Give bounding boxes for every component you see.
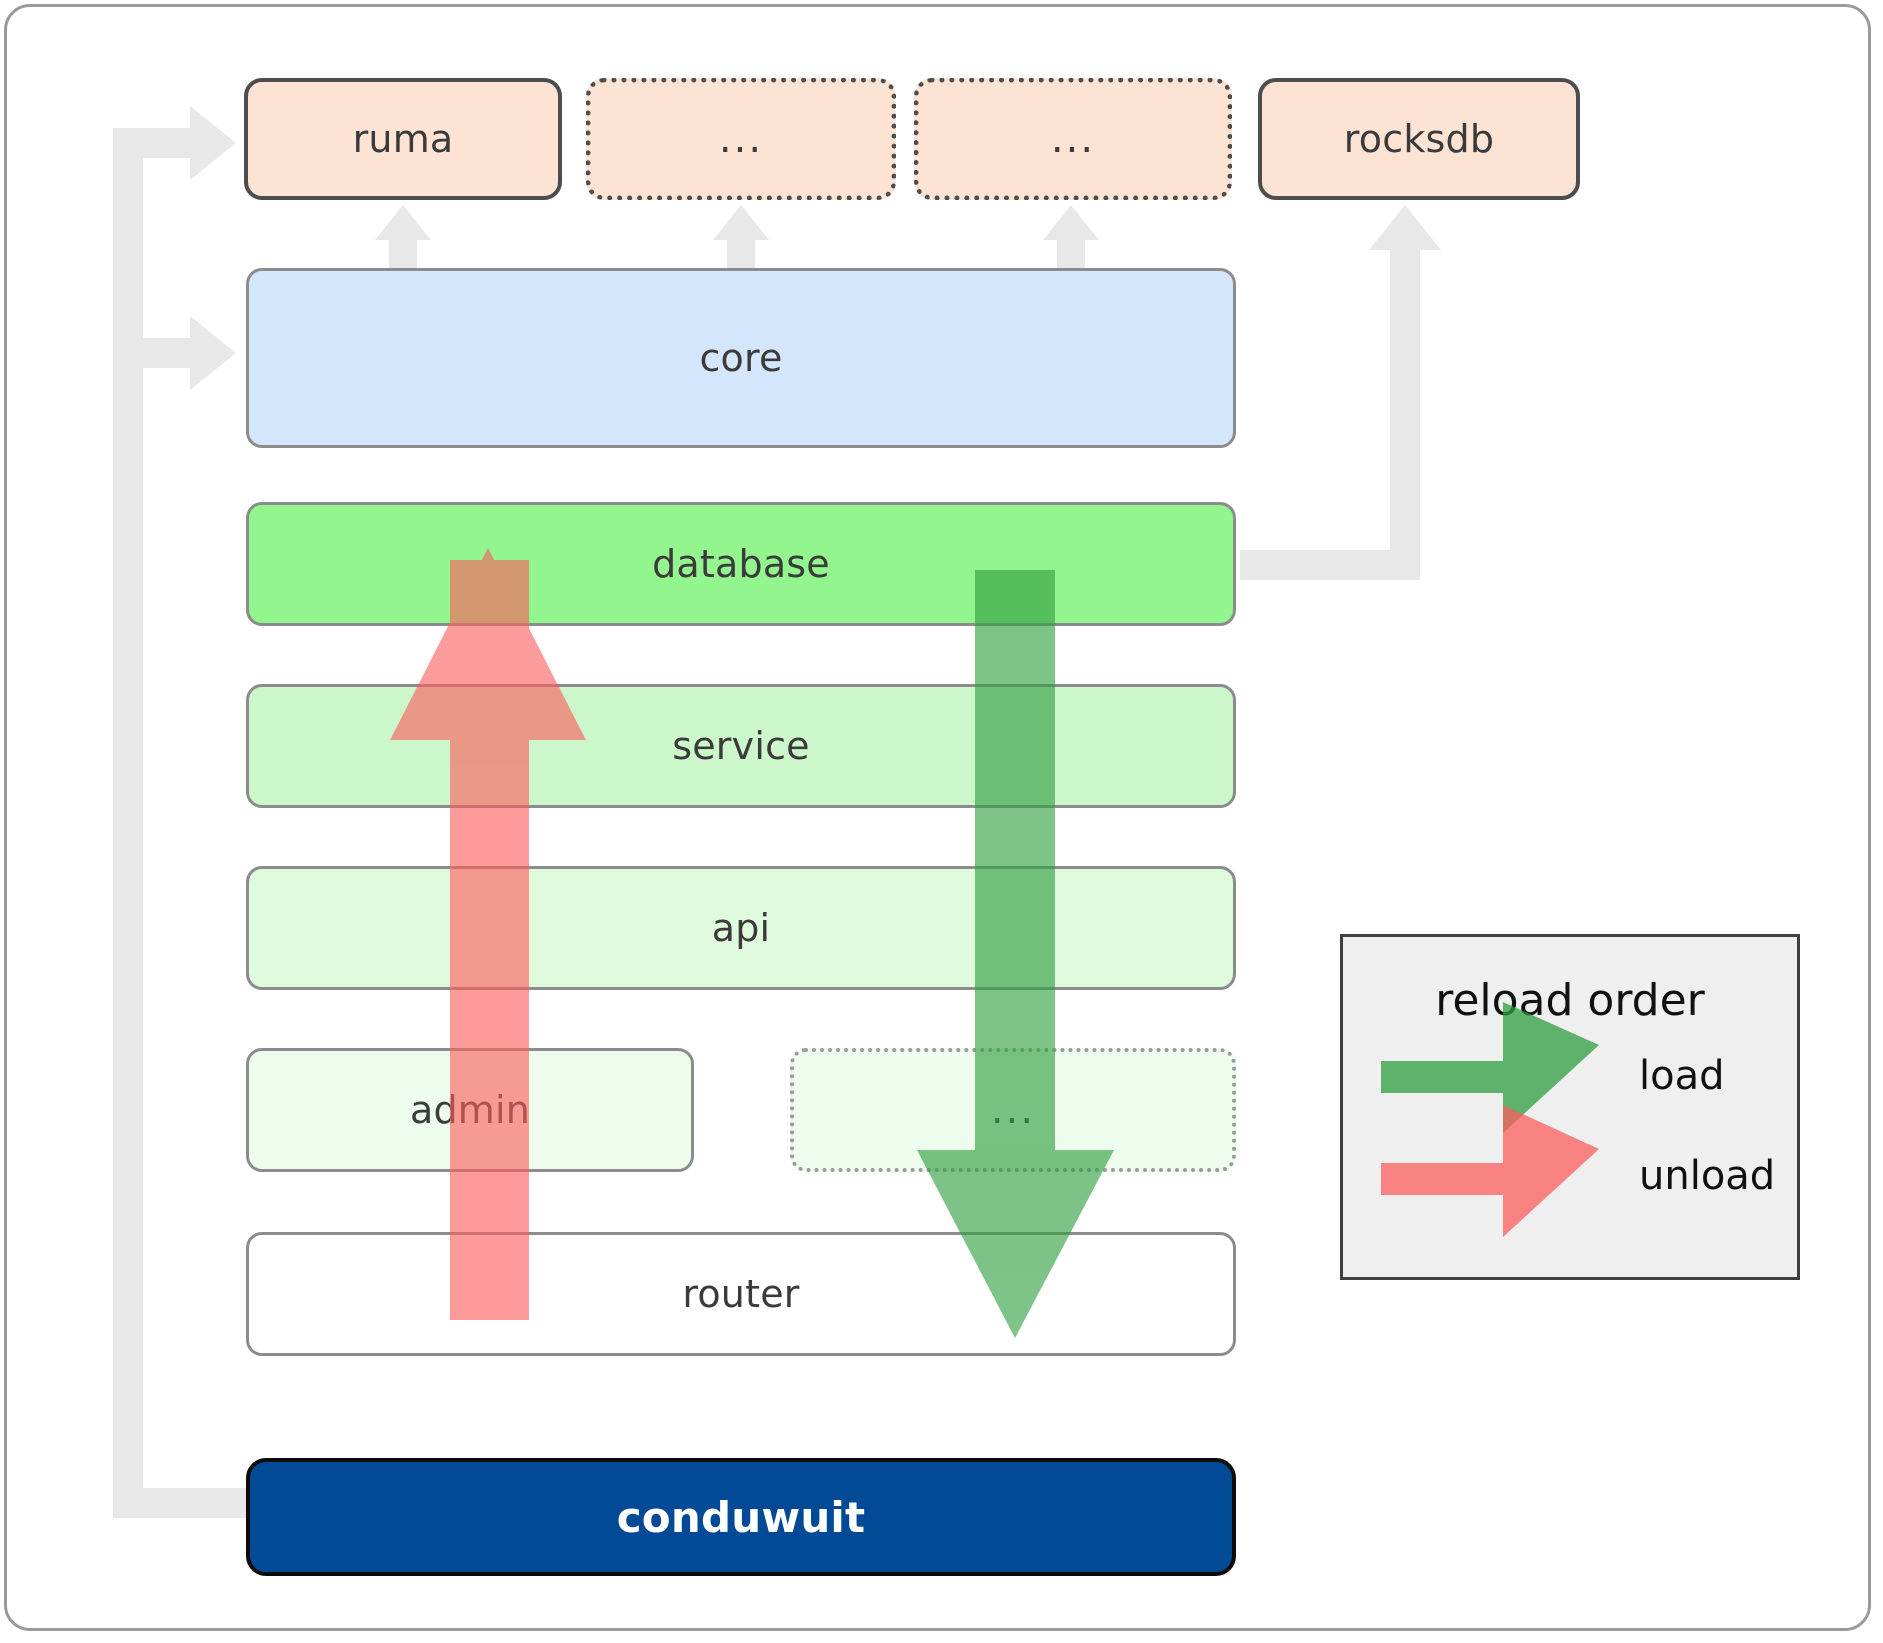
node-api[interactable]: api bbox=[246, 866, 1236, 990]
node-database-label: database bbox=[652, 542, 830, 586]
node-conduwuit-label: conduwuit bbox=[616, 1492, 866, 1542]
node-conduwuit[interactable]: conduwuit bbox=[246, 1458, 1236, 1576]
node-rocksdb-label: rocksdb bbox=[1343, 117, 1495, 161]
node-service[interactable]: service bbox=[246, 684, 1236, 808]
node-database[interactable]: database bbox=[246, 502, 1236, 626]
node-layer-ellipsis-label: ... bbox=[990, 1087, 1036, 1133]
node-dep-ellipsis-2-label: ... bbox=[1050, 116, 1096, 162]
node-service-label: service bbox=[672, 724, 810, 768]
legend-title: reload order bbox=[1435, 975, 1705, 1026]
node-api-label: api bbox=[711, 906, 771, 950]
node-layer-ellipsis[interactable]: ... bbox=[790, 1048, 1236, 1172]
node-admin-label: admin bbox=[409, 1088, 531, 1132]
node-ruma-label: ruma bbox=[352, 117, 454, 161]
node-core-label: core bbox=[699, 336, 783, 380]
diagram-frame bbox=[4, 4, 1871, 1631]
legend-panel: reload order load unload bbox=[1340, 934, 1800, 1280]
node-router[interactable]: router bbox=[246, 1232, 1236, 1356]
node-ruma[interactable]: ruma bbox=[244, 78, 562, 200]
node-admin[interactable]: admin bbox=[246, 1048, 694, 1172]
node-dep-ellipsis-1[interactable]: ... bbox=[586, 78, 896, 200]
legend-label-unload: unload bbox=[1639, 1153, 1776, 1199]
legend-label-load: load bbox=[1639, 1053, 1725, 1099]
node-dep-ellipsis-2[interactable]: ... bbox=[914, 78, 1232, 200]
node-dep-ellipsis-1-label: ... bbox=[718, 116, 764, 162]
node-router-label: router bbox=[682, 1272, 800, 1316]
legend-arrow-load bbox=[1381, 1002, 1599, 1237]
node-rocksdb[interactable]: rocksdb bbox=[1258, 78, 1580, 200]
node-core[interactable]: core bbox=[246, 268, 1236, 448]
